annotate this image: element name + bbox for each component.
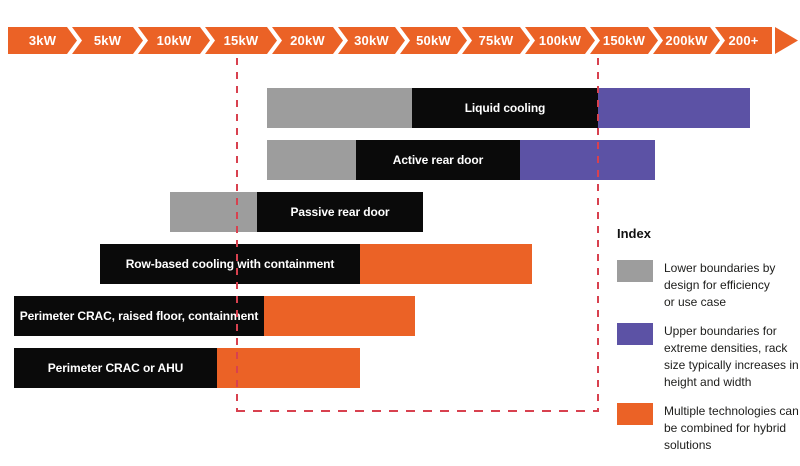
axis-segment-label: 5kW (93, 33, 122, 48)
axis-segment-label: 30kW (354, 33, 389, 48)
highlight-left-edge (236, 58, 238, 412)
highlight-right-edge (597, 58, 599, 412)
axis-segment-label: 150kW (602, 33, 646, 48)
highlight-bottom-edge (236, 410, 599, 412)
legend-title: Index (617, 226, 651, 241)
legend-item-text: Lower boundaries by design for efficienc… (664, 261, 776, 310)
axis-segment-label: 10kW (156, 33, 192, 48)
axis-segment: 5kW (72, 27, 143, 54)
legend-item: Lower boundaries by design for efficienc… (617, 260, 800, 311)
legend-swatch-gray (617, 260, 653, 282)
axis-segment-label: 75kW (478, 33, 514, 48)
axis-segment: 20kW (272, 27, 343, 54)
legend: Index Lower boundaries by design for eff… (617, 226, 800, 466)
axis-segment-label: 200+ (728, 33, 759, 48)
bar-segment-purple (520, 140, 655, 180)
legend-item: Multiple technologies can be combined fo… (617, 403, 800, 454)
axis-segment-label: 3kW (28, 33, 57, 48)
bar-segment-orange (360, 244, 532, 284)
bar-segment-black: Row-based cooling with containment (100, 244, 360, 284)
bar-label: Liquid cooling (464, 101, 546, 115)
bar-label: Perimeter CRAC or AHU (47, 361, 184, 375)
bar-label: Row-based cooling with containment (125, 257, 335, 271)
bar-segment-black: Liquid cooling (412, 88, 598, 128)
bar-segment-black: Passive rear door (257, 192, 423, 232)
axis-segment: 10kW (138, 27, 210, 54)
bar-segment-purple (598, 88, 750, 128)
legend-swatch-orange (617, 403, 653, 426)
axis-segment: 75kW (462, 27, 530, 54)
bar-label: Perimeter CRAC, raised floor, containmen… (19, 309, 259, 323)
axis-segment: 30kW (338, 27, 405, 54)
bar-segment-black: Active rear door (356, 140, 520, 180)
bar-segment-black: Perimeter CRAC or AHU (14, 348, 217, 388)
axis-segment-label: 100kW (538, 33, 582, 48)
bar-label: Active rear door (392, 153, 484, 167)
bar-segment-gray (267, 140, 356, 180)
legend-item-text: Upper boundaries for extreme densities, … (664, 324, 799, 390)
bar-segment-gray (170, 192, 257, 232)
axis-segment-label: 50kW (416, 33, 451, 48)
bar-segment-orange (264, 296, 415, 336)
power-density-axis: 3kW 5kW 10kW 15kW 20kW 30kW 50kW 75kW 100kW 150kW… (8, 27, 798, 54)
axis-segment: 200kW (653, 27, 720, 54)
axis-segment: 150kW (590, 27, 658, 54)
axis-segment: 50kW (400, 27, 467, 54)
bar-segment-orange (217, 348, 360, 388)
bar-segment-gray (267, 88, 412, 128)
axis-segment: 100kW (525, 27, 595, 54)
axis-segment-label: 200kW (665, 33, 708, 48)
bar-segment-black: Perimeter CRAC, raised floor, containmen… (14, 296, 264, 336)
axis-segment: 3kW (8, 27, 77, 54)
bar-label: Passive rear door (290, 205, 390, 219)
cooling-technology-infographic: 3kW 5kW 10kW 15kW 20kW 30kW 50kW 75kW 100kW 150kW… (0, 27, 799, 452)
legend-item: Upper boundaries for extreme densities, … (617, 323, 800, 391)
axis-segment-label: 20kW (290, 33, 325, 48)
axis-segment: 15kW (205, 27, 277, 54)
legend-item-text: Multiple technologies can be combined fo… (664, 404, 799, 453)
legend-swatch-purple (617, 323, 653, 346)
axis-segment-label: 15kW (223, 33, 259, 48)
